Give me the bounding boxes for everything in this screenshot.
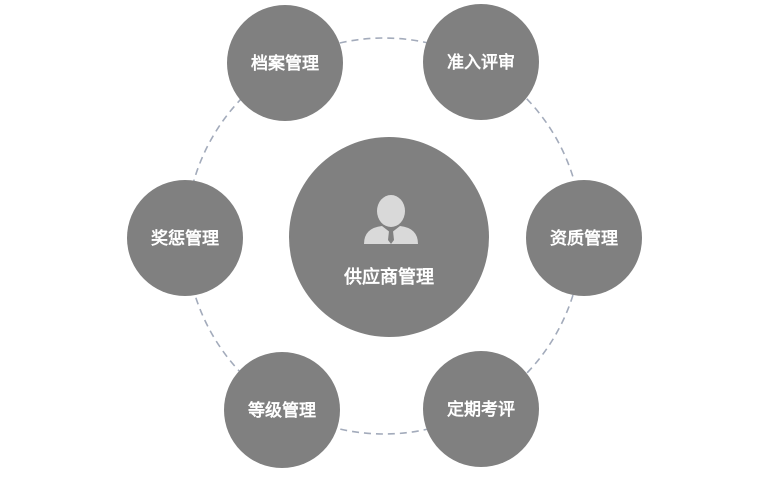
node-qualification-circle bbox=[526, 180, 642, 296]
node-periodic[interactable]: 定期考评 bbox=[423, 351, 539, 467]
node-admission-circle bbox=[423, 4, 539, 120]
node-grade-label: 等级管理 bbox=[248, 400, 316, 421]
node-archive-circle bbox=[227, 5, 343, 121]
node-archive[interactable]: 档案管理 bbox=[227, 5, 343, 121]
node-grade-circle bbox=[224, 352, 340, 468]
node-periodic-circle bbox=[423, 351, 539, 467]
node-archive-label: 档案管理 bbox=[251, 53, 319, 74]
center-node[interactable]: 供应商管理 bbox=[289, 137, 489, 337]
node-reward-circle bbox=[127, 180, 243, 296]
node-qualification-label: 资质管理 bbox=[550, 228, 618, 249]
node-reward-label: 奖惩管理 bbox=[151, 228, 219, 249]
node-periodic-label: 定期考评 bbox=[447, 399, 515, 420]
node-admission-label: 准入评审 bbox=[447, 52, 515, 73]
node-qualification[interactable]: 资质管理 bbox=[526, 180, 642, 296]
node-admission[interactable]: 准入评审 bbox=[423, 4, 539, 120]
node-reward[interactable]: 奖惩管理 bbox=[127, 180, 243, 296]
user-icon bbox=[364, 195, 418, 244]
node-grade[interactable]: 等级管理 bbox=[224, 352, 340, 468]
center-label: 供应商管理 bbox=[343, 266, 434, 288]
